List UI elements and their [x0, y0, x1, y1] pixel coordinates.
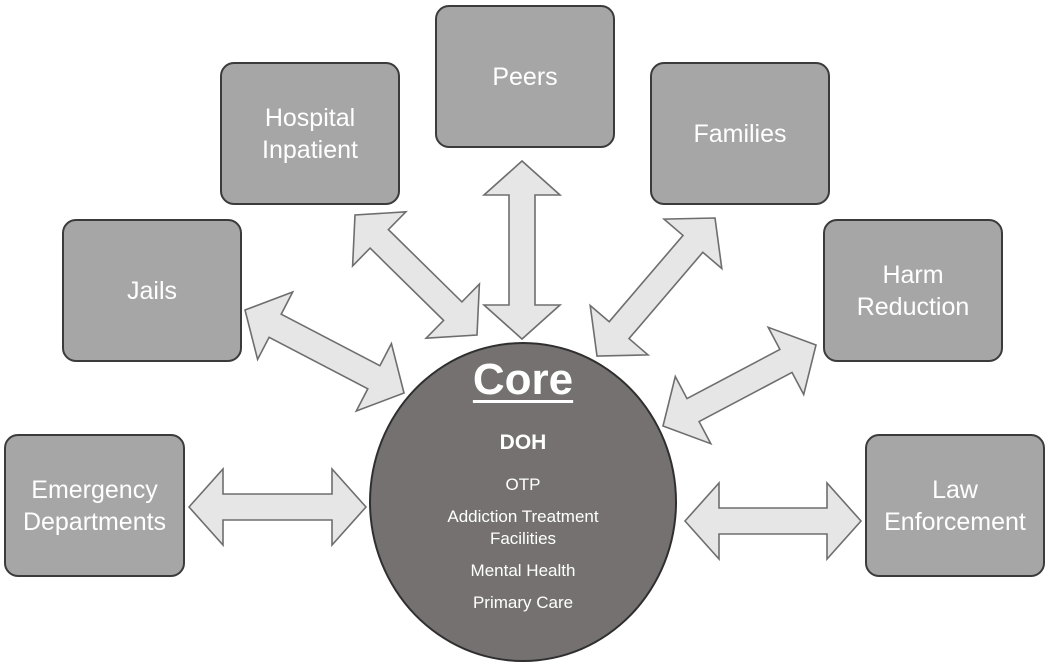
arrow-peers-core: [481, 159, 563, 341]
partner-jails-label: Jails: [126, 276, 177, 305]
core-lead: DOH: [499, 431, 547, 454]
arrow-emergency-core: [187, 466, 368, 548]
arrow-hospital-core: [351, 210, 481, 340]
core-circle: Core DOH OTP Addiction Treatment Facilit…: [369, 342, 677, 662]
arrow-law-enforcement-core: [683, 480, 863, 562]
core-member-list: OTP Addiction Treatment Facilities Menta…: [391, 474, 655, 624]
partner-law-enforcement: Law Enforcement: [865, 434, 1045, 577]
partner-emergency-departments: Emergency Departments: [4, 434, 185, 577]
partner-families-label: Families: [693, 119, 787, 148]
arrow-families-core: [589, 217, 723, 357]
core-member: OTP: [505, 475, 541, 494]
arrow-jails-core: [244, 290, 405, 413]
core-member: Addiction Treatment Facilities: [447, 507, 599, 548]
core-member: Primary Care: [472, 593, 574, 612]
partner-peers: Peers: [435, 5, 615, 148]
partner-harm-reduction-label: Harm Reduction: [856, 260, 970, 321]
core-member: Mental Health: [470, 561, 576, 580]
arrow-harm-reduction-core: [662, 325, 817, 446]
partner-emergency-departments-label: Emergency Departments: [22, 475, 167, 536]
partner-law-enforcement-label: Law Enforcement: [884, 475, 1026, 536]
partner-peers-label: Peers: [492, 62, 558, 91]
core-title: Core: [472, 355, 574, 404]
partner-harm-reduction: Harm Reduction: [823, 219, 1003, 362]
partner-hospital-inpatient: Hospital Inpatient: [220, 62, 400, 205]
partner-families: Families: [650, 62, 830, 205]
partner-hospital-inpatient-label: Hospital Inpatient: [262, 103, 358, 164]
partner-jails: Jails: [62, 219, 242, 362]
